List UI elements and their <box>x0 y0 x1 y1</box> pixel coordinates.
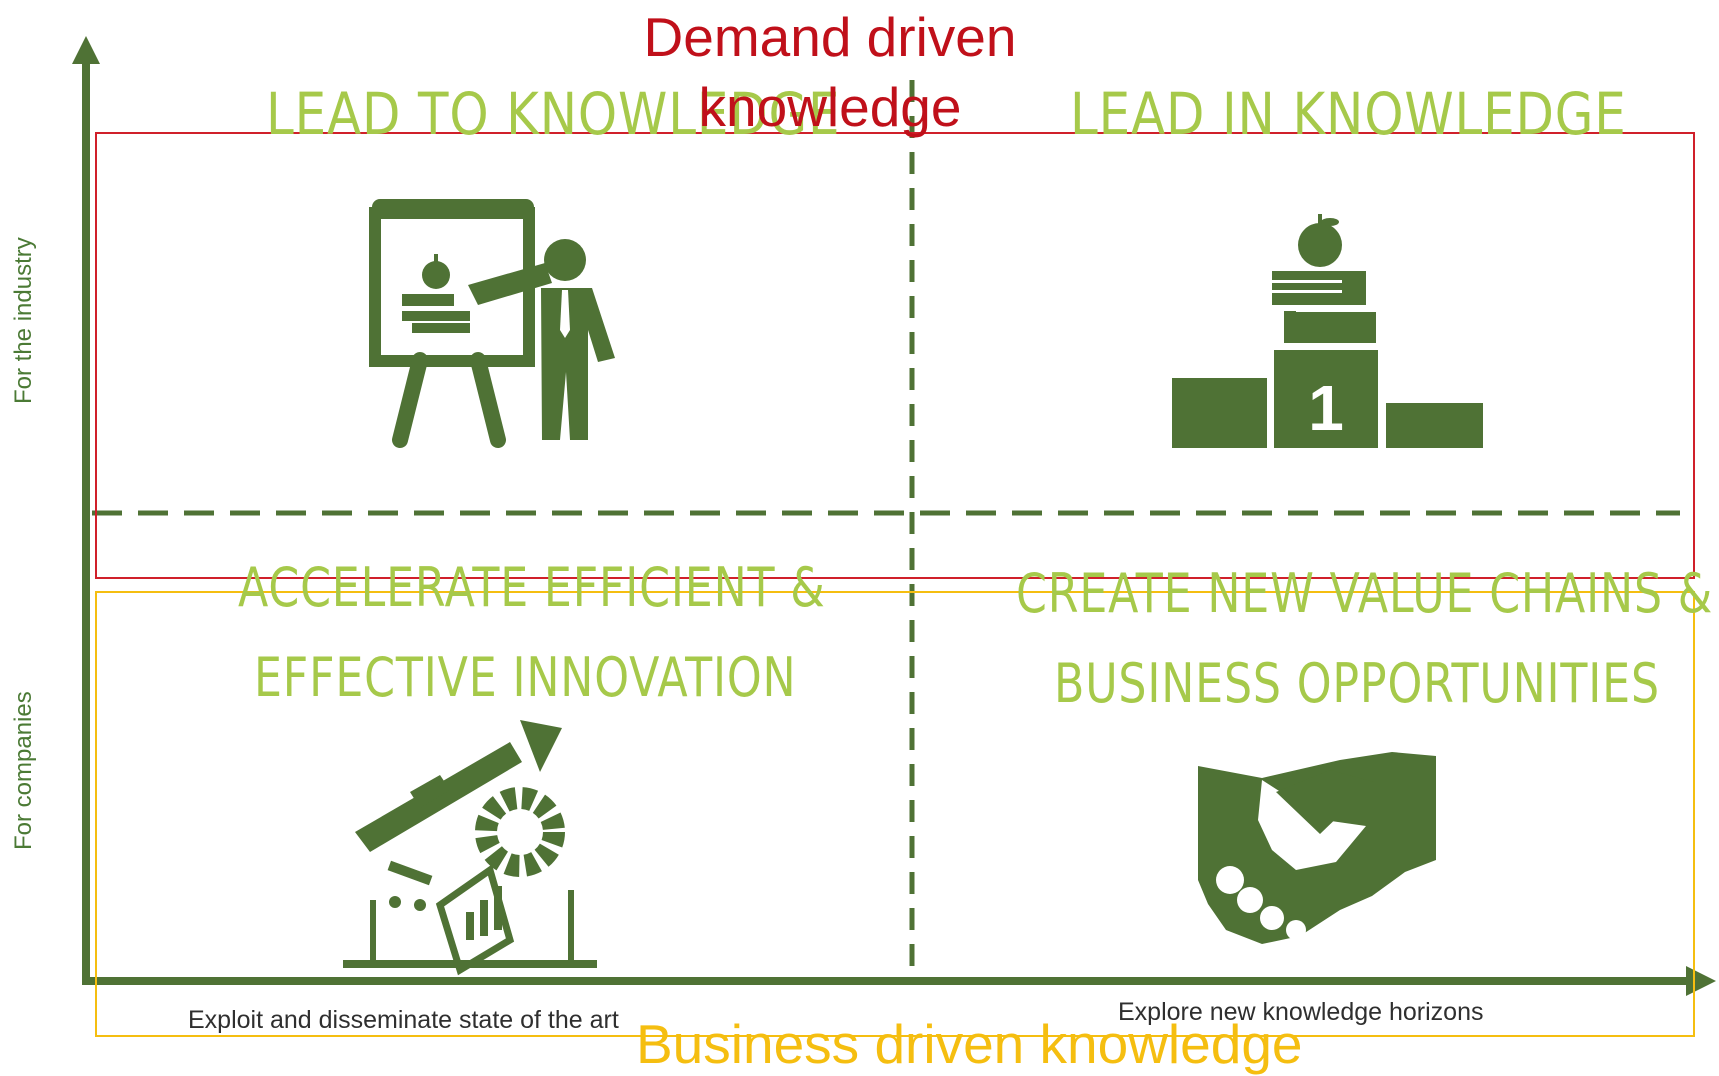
presenter-board-icon <box>369 199 615 448</box>
demand-driven-text: Demand driven knowledge <box>643 6 1017 138</box>
quadrant-title-bottom-left-line1: ACCELERATE EFFICIENT & <box>238 556 826 619</box>
y-axis-label-industry: For the industry <box>10 237 37 404</box>
quadrant-title-top-right: LEAD IN KNOWLEDGE <box>1070 80 1627 148</box>
innovation-gear-icon <box>343 720 597 976</box>
x-axis-arrow-icon <box>1686 966 1716 996</box>
podium-books-icon: 1 <box>1172 214 1483 448</box>
quadrant-title-bottom-right-line2: BUSINESS OPPORTUNITIES <box>1054 652 1660 715</box>
x-axis-label-explore: Explore new knowledge horizons <box>1118 998 1484 1026</box>
demand-driven-label: Demand driven knowledge <box>620 2 1040 142</box>
business-driven-label: Business driven knowledge <box>636 1013 1303 1075</box>
svg-text:1: 1 <box>1308 372 1344 444</box>
demand-driven-box <box>95 132 1695 579</box>
y-axis-arrow-icon <box>72 36 100 64</box>
quadrant-title-top-left: LEAD TO KNOWLEDGE <box>266 80 841 148</box>
axes <box>72 36 1716 996</box>
quadrant-title-bottom-left-line2: EFFECTIVE INNOVATION <box>254 646 797 709</box>
x-axis-label-exploit: Exploit and disseminate state of the art <box>188 1006 619 1034</box>
y-axis-label-companies: For companies <box>10 691 37 850</box>
business-driven-box <box>95 591 1695 1037</box>
quadrant-title-bottom-right-line1: CREATE NEW VALUE CHAINS & <box>1016 562 1714 625</box>
handshake-icon <box>1198 752 1436 944</box>
